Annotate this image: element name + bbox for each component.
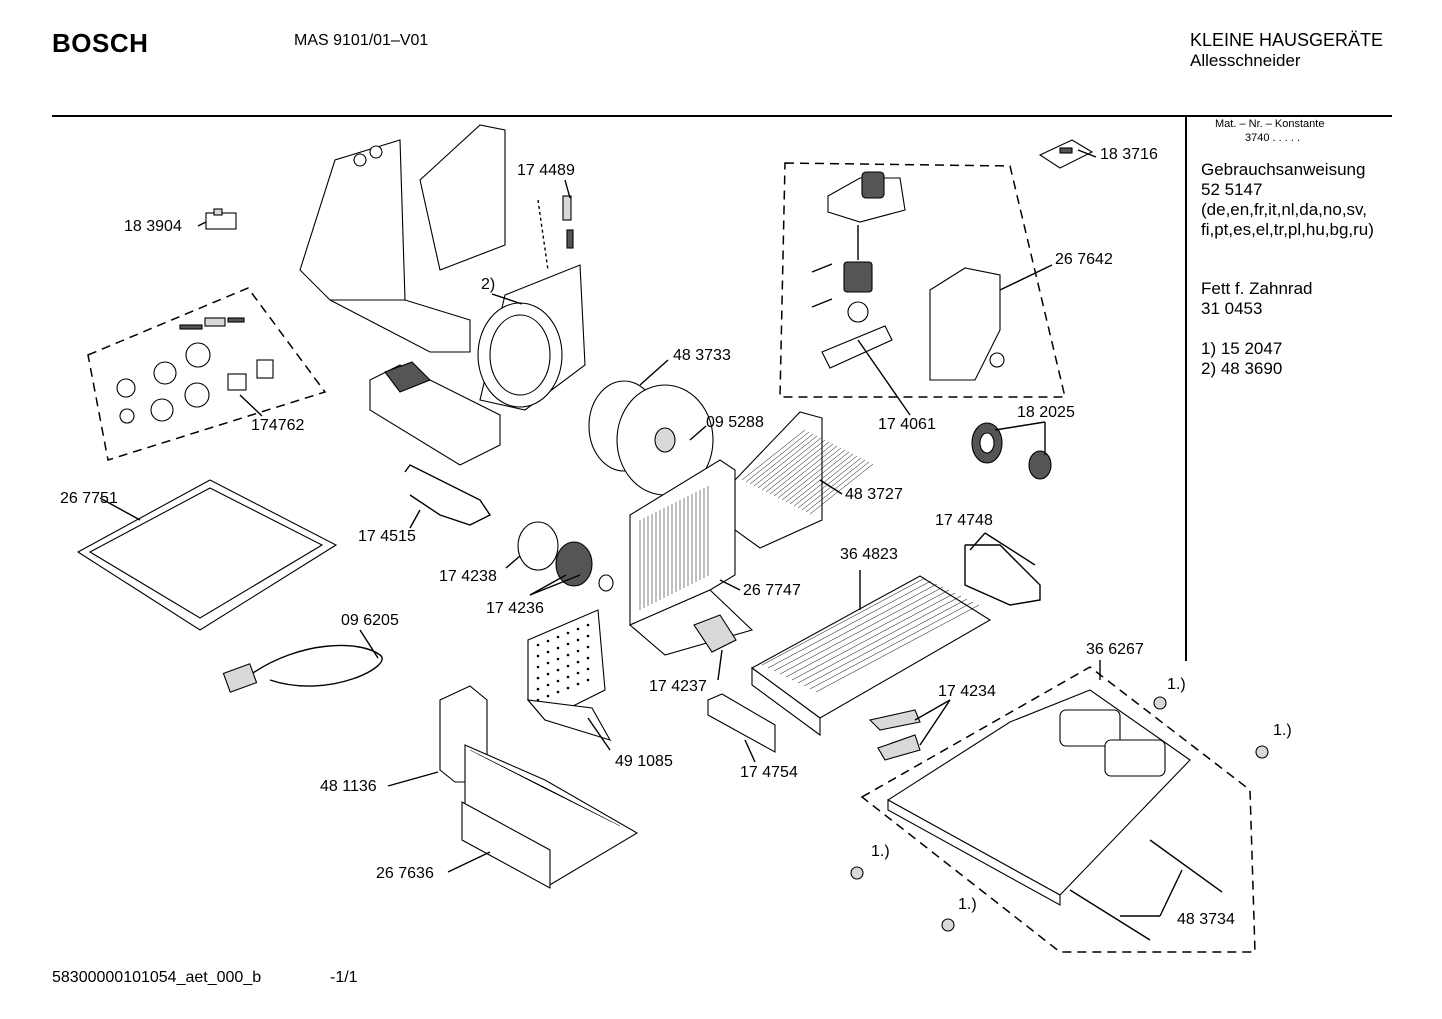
part-blade-drawing [588, 380, 714, 496]
part-label-267642: 26 7642 [1055, 251, 1113, 268]
product-category: KLEINE HAUSGERÄTE [1190, 30, 1384, 50]
note-label-foot-1: 1.) [1167, 676, 1186, 693]
part-label-174489: 17 4489 [517, 162, 575, 179]
header-divider [52, 115, 1392, 117]
part-food-holder-drawing [439, 685, 639, 889]
part-174237-drawing [693, 614, 737, 653]
part-feet-drawing [850, 696, 1269, 932]
manual-languages-line1: (de,en,fr,it,nl,da,no,sv, [1201, 200, 1367, 219]
part-174748-drawing [964, 544, 1041, 606]
part-174762-drawing [116, 317, 274, 424]
product-subcategory: Allesschneider [1190, 51, 1301, 70]
footnote-1: 1) 15 2047 [1201, 339, 1283, 358]
part-label-096205: 09 6205 [341, 612, 399, 629]
footnote-2: 2) 48 3690 [1201, 359, 1283, 378]
part-174489-drawing [537, 195, 574, 271]
part-174754-drawing [707, 693, 776, 753]
part-label-483733: 48 3733 [673, 347, 731, 364]
part-label-267636: 26 7636 [376, 865, 434, 882]
part-housing-drawing [299, 124, 506, 353]
sidebar-divider [1185, 117, 1187, 661]
grease-label: Fett f. Zahnrad [1201, 279, 1313, 298]
part-label-267747: 26 7747 [743, 582, 801, 599]
note-label-foot-2: 1.) [1273, 722, 1292, 739]
part-label-174061: 17 4061 [878, 416, 936, 433]
part-label-174515: 17 4515 [358, 528, 416, 545]
group-outline-366267 [860, 666, 1256, 953]
part-183716-drawing [1038, 139, 1094, 169]
part-label-2: 2) [481, 276, 496, 293]
part-label-174238: 17 4238 [439, 568, 497, 585]
part-label-366267: 36 6267 [1086, 641, 1144, 658]
part-label-364823: 36 4823 [840, 546, 898, 563]
part-label-182025: 18 2025 [1017, 404, 1075, 421]
note-label-foot-3: 1.) [871, 843, 890, 860]
manual-number: 52 5147 [1201, 180, 1263, 199]
part-label-095288: 09 5288 [706, 414, 764, 431]
part-label-174754: 17 4754 [740, 764, 798, 781]
part-label-174234: 17 4234 [938, 683, 996, 700]
part-483727-drawing [734, 411, 874, 549]
group-outline-267642 [779, 162, 1066, 398]
part-label-174236: 17 4236 [486, 600, 544, 617]
part-483734-drawing [1069, 839, 1223, 941]
group-outline-174762 [87, 287, 327, 461]
page-number: -1/1 [330, 969, 358, 986]
part-183904-drawing [205, 208, 237, 230]
model-number: MAS 9101/01–V01 [294, 32, 429, 49]
leader-lines [99, 149, 1183, 917]
note-label-foot-4: 1.) [958, 896, 977, 913]
part-label-267751: 26 7751 [60, 490, 118, 507]
part-174234-drawing [868, 709, 921, 761]
part-174515-drawing [404, 464, 492, 526]
part-267751-drawing [76, 479, 338, 631]
part-267642-drawing [811, 171, 1005, 381]
part-label-483734: 48 3734 [1177, 911, 1235, 928]
manual-label: Gebrauchsanweisung [1201, 160, 1366, 179]
part-364823-drawing [750, 575, 992, 737]
part-label-481136: 48 1136 [320, 778, 377, 795]
brand-logo: BOSCH [52, 28, 149, 58]
part-label-174762: 174762 [251, 417, 305, 434]
part-label-483727: 48 3727 [845, 486, 903, 503]
part-491085-drawing [526, 609, 612, 741]
part-096205-drawing [222, 644, 383, 693]
part-label-183716: 18 3716 [1100, 146, 1158, 163]
document-id: 58300000101054_aet_000_b [52, 969, 262, 986]
mat-number-value: 3740 . . . . . [1245, 132, 1301, 144]
part-label-174237: 17 4237 [649, 678, 707, 695]
part-motor-base-drawing [369, 361, 501, 466]
part-blade-cover-drawing [477, 264, 586, 411]
manual-languages-line2: fi,pt,es,el,tr,pl,hu,bg,ru) [1201, 220, 1374, 239]
part-366267-drawing [886, 689, 1191, 906]
mat-number-label: Mat. – Nr. – Konstante [1215, 118, 1325, 130]
part-label-183904: 18 3904 [124, 218, 182, 235]
part-label-174748: 17 4748 [935, 512, 993, 529]
part-label-491085: 49 1085 [615, 753, 673, 770]
grease-number: 31 0453 [1201, 299, 1263, 318]
part-182025-drawing [971, 422, 1052, 480]
